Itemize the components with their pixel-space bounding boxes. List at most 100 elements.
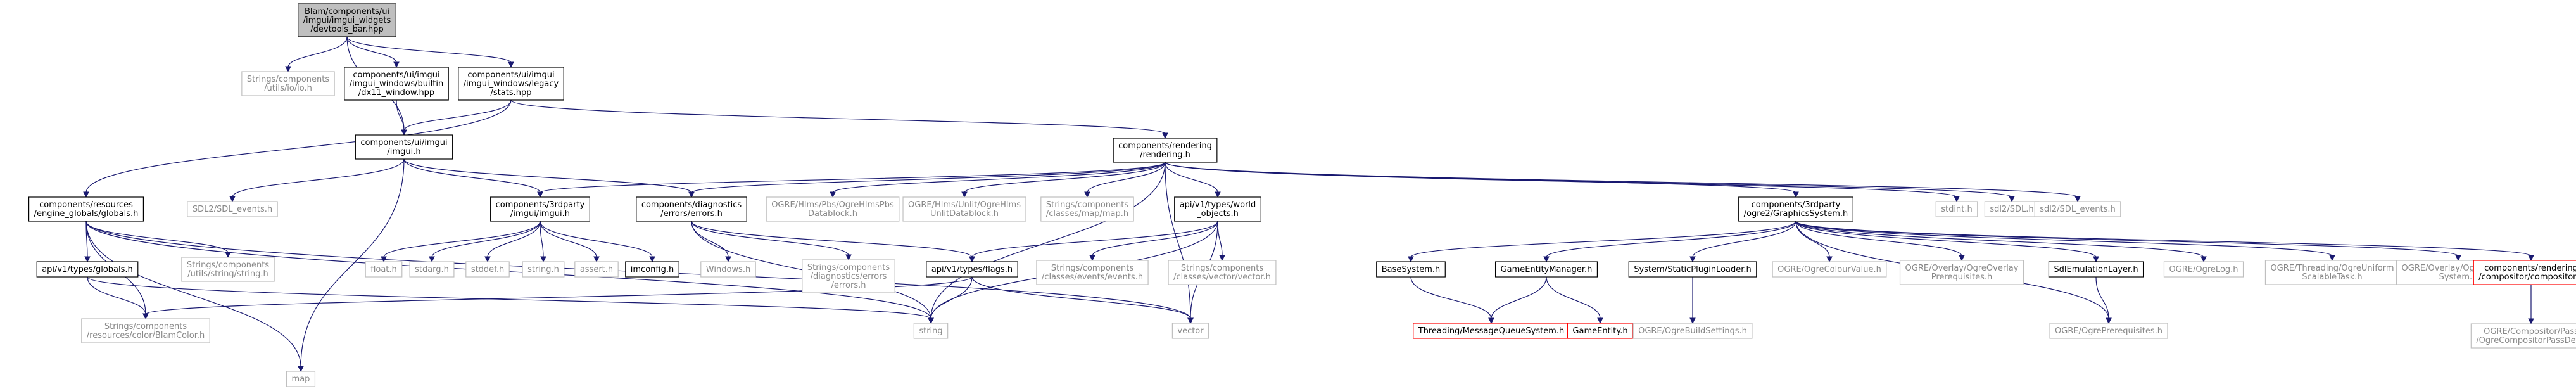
edge-graphics-system-to-static-plugin-loader (1689, 221, 1796, 263)
node-message-queue[interactable]: Threading/MessageQueueSystem.h (1413, 323, 1570, 339)
node-sdl-h[interactable]: sdl2/SDL.h (1984, 201, 2040, 217)
node-sdl-emulation[interactable]: SdlEmulationLayer.h (2048, 261, 2144, 278)
edge-arrowhead (2528, 255, 2534, 262)
edge-line (1410, 276, 1492, 319)
node-stats-hpp[interactable]: components/ui/imgui/imgui_windows/legacy… (458, 67, 564, 101)
node-box (1376, 261, 1446, 278)
edge-stats-hpp-to-imgui-ui (401, 99, 512, 136)
node-box (465, 261, 510, 278)
node-label: OGRE/Overlay/OgreOverlay (1905, 264, 2019, 273)
edge-arrowhead (401, 129, 407, 136)
edge-root-to-dx11-window (346, 36, 400, 68)
node-box (2264, 260, 2400, 285)
node-imgui-ui[interactable]: components/ui/imgui/imgui.h (355, 134, 453, 160)
edge-arrowhead (1219, 255, 1225, 262)
node-box (766, 196, 900, 222)
edge-globals-res-to-map-std (85, 221, 304, 373)
edge-line (1165, 162, 2012, 198)
edge-imgui-3rd-to-stdarg-h (429, 221, 541, 263)
node-blam-color[interactable]: Strings/components/resources/color/BlamC… (81, 318, 210, 343)
node-box (1040, 196, 1134, 222)
node-stddef-h[interactable]: stddef.h (465, 261, 510, 278)
node-box (1632, 323, 1753, 339)
node-flags-h[interactable]: api/v1/types/flags.h (926, 261, 1018, 278)
node-graphics-system[interactable]: components/3rdparty/ogre2/GraphicsSystem… (1738, 196, 1853, 222)
node-strings-events[interactable]: Strings/components/classes/events/events… (1036, 260, 1149, 285)
node-box (902, 196, 1026, 222)
node-float-h[interactable]: float.h (365, 261, 403, 278)
node-label: Strings/components (247, 75, 329, 84)
node-strings-vector[interactable]: Strings/components/classes/vector/vector… (1168, 260, 1277, 285)
node-compositor[interactable]: components/rendering/compositor/composit… (2473, 260, 2576, 285)
node-label: Strings/components (187, 260, 269, 270)
node-globals-res[interactable]: components/resources/engine_globals/glob… (28, 196, 144, 222)
node-assert-h[interactable]: assert.h (574, 261, 619, 278)
edge-arrowhead (298, 366, 304, 373)
node-label: OGRE/Threading/OgreUniform (2270, 264, 2394, 273)
node-ogre-build-settings[interactable]: OGRE/OgreBuildSettings.h (1632, 323, 1753, 339)
node-strings-string[interactable]: Strings/components/utils/string/string.h (181, 257, 275, 282)
node-globals-api[interactable]: api/v1/types/globals.h (36, 261, 139, 278)
edge-graphics-system-to-compositor (1795, 221, 2534, 262)
node-base-system[interactable]: BaseSystem.h (1376, 261, 1446, 278)
node-label: api/v1/types/world (1180, 200, 1256, 210)
node-ogre-colour[interactable]: OGRE/OgreColourValue.h (1772, 261, 1887, 278)
node-world-objects[interactable]: api/v1/types/world_objects.h (1174, 196, 1261, 222)
node-ogre-prerequisites[interactable]: OGRE/OgrePrerequisites.h (2049, 323, 2168, 339)
node-game-entity[interactable]: GameEntity.h (1567, 323, 1634, 339)
edge-arrowhead (928, 317, 934, 324)
node-imconfig-h[interactable]: imconfig.h (625, 261, 679, 278)
edge-compositor-to-ogre-compositor-pass-def (2528, 284, 2534, 325)
edge-arrowhead (1187, 317, 1194, 324)
node-rendering-h[interactable]: components/rendering/rendering.h (1113, 138, 1218, 163)
node-strings-ioio[interactable]: Strings/components/utils/io/io.h (241, 71, 335, 96)
node-string-std[interactable]: string (913, 323, 949, 339)
node-label: OGRE/OgreColourValue.h (1777, 265, 1881, 274)
node-static-plugin-loader[interactable]: System/StaticPluginLoader.h (1628, 261, 1757, 278)
edge-arrowhead (1162, 132, 1168, 139)
node-label: stdarg.h (415, 265, 449, 274)
edge-line (1165, 162, 1191, 319)
node-dx11-window[interactable]: components/ui/imgui/imgui_windows/builti… (344, 67, 449, 101)
edge-graphics-system-to-ogre-overlay-system (1795, 221, 2461, 262)
node-label: components/rendering (1118, 141, 1212, 151)
node-sdl2-events-b[interactable]: sdl2/SDL_events.h (2034, 201, 2121, 217)
node-root[interactable]: Blam/components/ui/imgui/imgui_widgets/d… (298, 3, 396, 37)
edge-line (2095, 276, 2109, 319)
node-box (365, 261, 403, 278)
edge-arrowhead (540, 256, 546, 263)
node-stdarg-h[interactable]: stdarg.h (409, 261, 455, 278)
node-box (522, 261, 565, 278)
node-sdl2-events-a[interactable]: SDL2/SDL_events.h (187, 201, 278, 217)
node-vector-std[interactable]: vector (1171, 323, 1209, 339)
node-stdint[interactable]: stdint.h (1935, 201, 1978, 217)
node-diag-errors[interactable]: components/diagnostics/errors/errors.h (636, 196, 747, 222)
edge-line (1546, 276, 1601, 319)
edge-arrowhead (142, 313, 149, 320)
node-ogre-log[interactable]: OGRE/OgreLog.h (2163, 261, 2244, 278)
node-label: Threading/MessageQueueSystem.h (1418, 326, 1564, 336)
node-box (2163, 261, 2244, 278)
edge-rendering-h-to-string-std (928, 162, 1166, 324)
edge-base-system-to-message-queue (1410, 276, 1494, 324)
edge-diag-errors-to-flags-h (691, 221, 975, 263)
node-string-h[interactable]: string.h (522, 261, 565, 278)
edge-arrowhead (381, 256, 387, 263)
node-label: /imgui_windows/builtin (350, 79, 443, 89)
node-imgui-3rd[interactable]: components/3rdparty/imgui/imgui.h (490, 196, 590, 222)
node-windows-h[interactable]: Windows.h (700, 261, 756, 278)
node-map-std[interactable]: map (286, 371, 316, 387)
edge-arrowhead (2093, 256, 2099, 263)
node-strings-map[interactable]: Strings/components/classes/map/map.h (1040, 196, 1134, 222)
node-ogre-compositor-pass-def[interactable]: OGRE/Compositor/Pass/OgreCompositorPassD… (2470, 323, 2576, 349)
node-label: components/resources (39, 200, 133, 210)
node-strings-diag-errors[interactable]: Strings/components/diagnostics/errors/er… (802, 259, 895, 293)
node-game-entity-manager[interactable]: GameEntityManager.h (1494, 261, 1598, 278)
edge-graphics-system-to-ogre-overlay-prereq (1795, 221, 1965, 262)
node-label: /engine_globals/globals.h (34, 209, 139, 219)
node-label: components/diagnostics (641, 200, 742, 210)
